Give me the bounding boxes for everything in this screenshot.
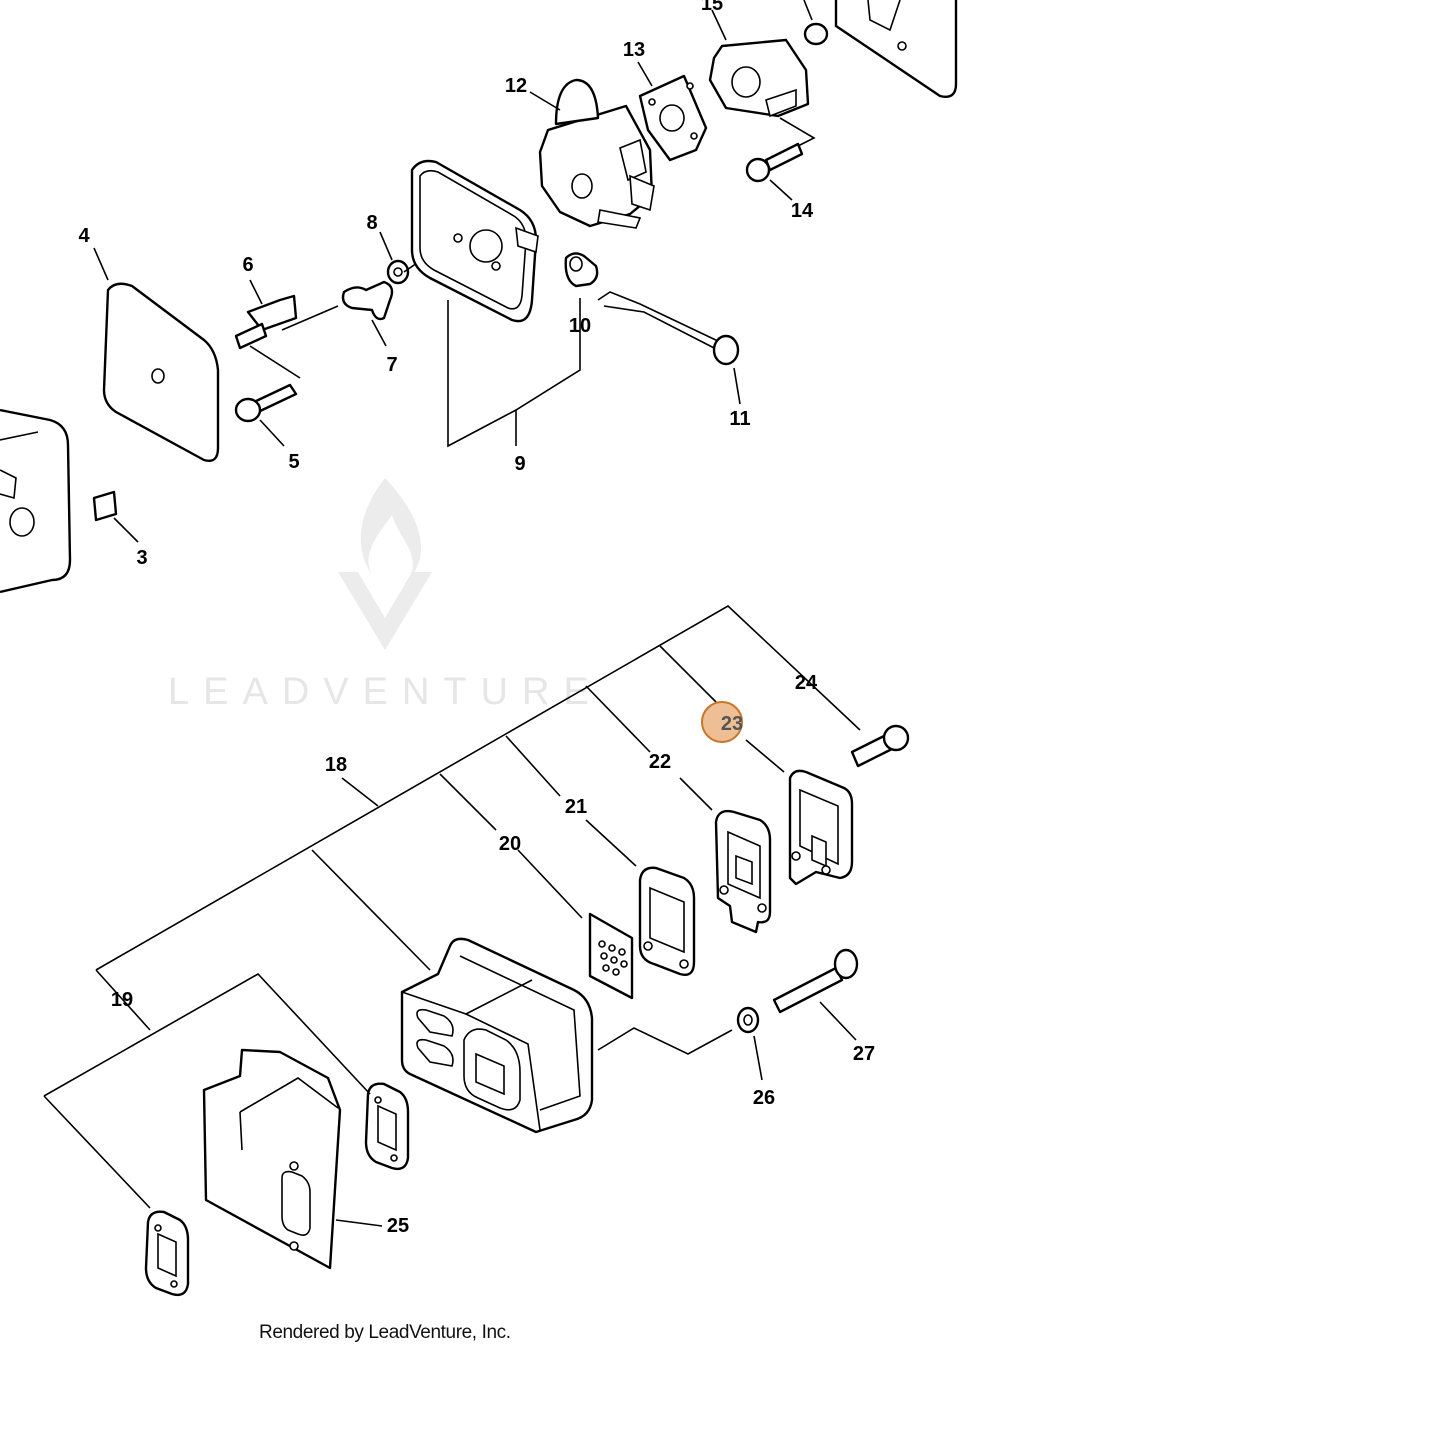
callout-12[interactable]: 12: [505, 75, 527, 97]
callout-10[interactable]: 10: [569, 315, 591, 337]
callout-24[interactable]: 24: [795, 672, 818, 694]
part-10-bushing: [564, 252, 599, 288]
callout-20[interactable]: 20: [499, 833, 521, 855]
part-15-intake-flange: [708, 38, 810, 118]
callout-19[interactable]: 19: [111, 989, 133, 1011]
air-filter-housing: [0, 408, 72, 594]
callout-26[interactable]: 26: [753, 1087, 775, 1109]
callout-8[interactable]: 8: [366, 212, 377, 234]
part-24-bolt: [850, 724, 910, 768]
part-27-bolt: [772, 948, 859, 1014]
part-14-screw: [745, 142, 804, 183]
part-5-screw: [234, 383, 298, 423]
part-12-carburetor: [538, 78, 655, 229]
callout-27[interactable]: 27: [853, 1043, 875, 1065]
part-23-flange-plate: [788, 769, 854, 886]
watermark-text: LEADVENTURE: [168, 671, 603, 713]
callout-25[interactable]: 25: [387, 1215, 409, 1237]
part-19-gasket: [364, 1082, 410, 1171]
nut: [803, 22, 829, 46]
callout-21[interactable]: 21: [565, 796, 587, 818]
part-18-muffler: [400, 937, 594, 1134]
callout-18[interactable]: 18: [325, 754, 347, 776]
cylinder-gasket: [834, 0, 958, 98]
callout-11[interactable]: 11: [729, 408, 750, 430]
callout-6[interactable]: 6: [242, 254, 253, 276]
part-11-choke-rod: [597, 291, 740, 366]
part-25-heat-shield: [202, 1048, 342, 1270]
watermark-logo: [338, 478, 432, 650]
part-19-gasket-2: [144, 1210, 190, 1297]
callout-14[interactable]: 14: [791, 200, 814, 222]
callout-7[interactable]: 7: [386, 354, 397, 376]
callout-22[interactable]: 22: [649, 751, 671, 773]
callout-23[interactable]: 23: [721, 713, 743, 735]
credit-text: Rendered by LeadVenture, Inc.: [259, 1322, 511, 1343]
part-4-air-filter: [102, 282, 220, 462]
callout-5[interactable]: 5: [288, 451, 299, 473]
part-7-clip: [341, 280, 394, 321]
part-13-gasket: [638, 74, 708, 162]
callout-9[interactable]: 9: [514, 453, 525, 475]
callout-15[interactable]: 15: [701, 0, 723, 15]
callout-13[interactable]: 13: [623, 39, 645, 61]
part-3-clip: [92, 490, 118, 522]
part-20-screen: [588, 912, 634, 1000]
part-6-bracket: [234, 294, 298, 350]
callouts: 3 4 5 6 7 8 9 10 11 12 13 14 15 18 19 20…: [78, 0, 875, 1237]
highlight-marker[interactable]: [701, 701, 743, 743]
callout-4[interactable]: 4: [78, 225, 90, 247]
part-9-base-plate: [410, 159, 539, 323]
part-22-baffle: [714, 809, 772, 934]
part-21-gasket: [638, 866, 696, 976]
callout-3[interactable]: 3: [136, 547, 147, 569]
